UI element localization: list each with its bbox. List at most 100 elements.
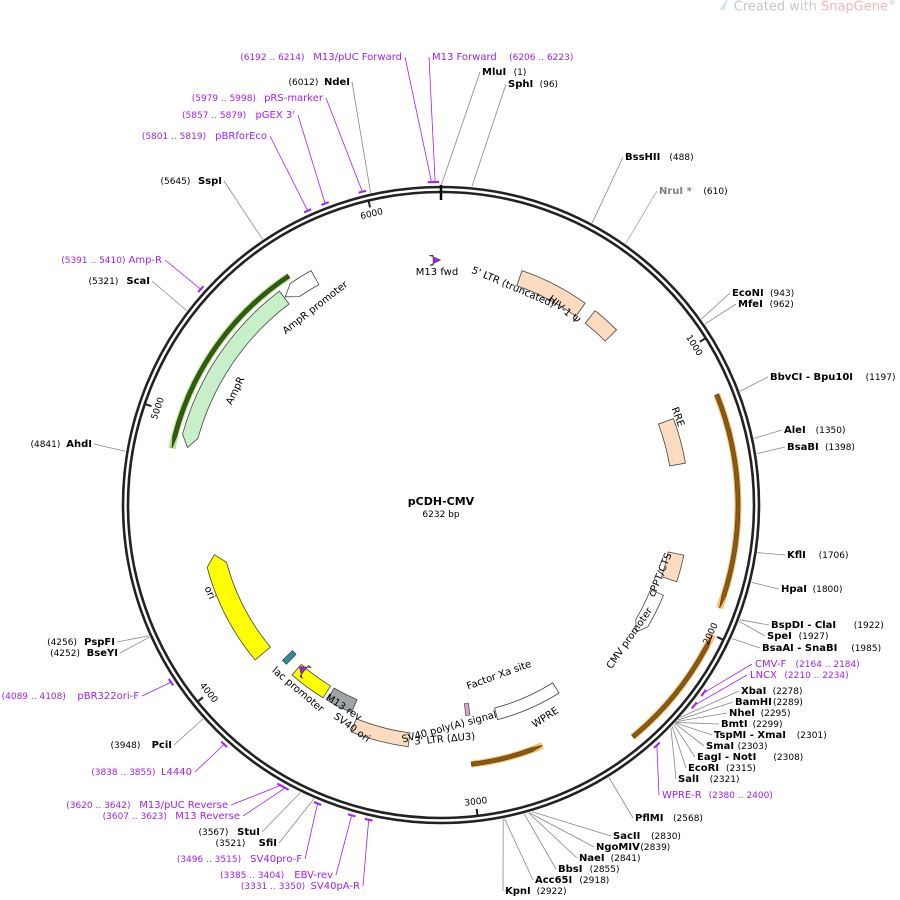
feature-m13-fwd[interactable]	[429, 254, 442, 266]
highlight-arrow	[470, 745, 543, 767]
enzyme-site-pspfi[interactable]: PspFI(4256)	[47, 637, 115, 648]
enzyme-coord: (1927)	[799, 632, 829, 642]
enzyme-site-tspmi-xmai[interactable]: TspMI - XmaI(2301)	[714, 730, 827, 741]
primer-m13-puc-reverse[interactable]: M13/pUC Reverse(3620 .. 3642)	[66, 800, 228, 811]
enzyme-name: AhdI	[66, 439, 92, 450]
primer-sv40pa-r[interactable]: SV40pA-R(3331 .. 3350)	[241, 881, 360, 892]
primer-marker	[653, 741, 661, 749]
feature-hiv-1[interactable]	[584, 310, 618, 342]
primer-prs-marker[interactable]: pRS-marker(5979 .. 5998)	[192, 93, 324, 104]
enzyme-site-ecori[interactable]: EcoRI(2315)	[688, 763, 756, 774]
feature-m13-rev[interactable]	[298, 665, 312, 680]
tick-mark	[144, 403, 152, 408]
enzyme-name: TspMI - XmaI	[714, 730, 786, 741]
enzyme-site-pflmi[interactable]: PflMI(2568)	[635, 813, 703, 824]
enzyme-site-sspi[interactable]: SspI(5645)	[160, 176, 222, 187]
enzyme-site-econi[interactable]: EcoNI(943)	[732, 288, 794, 299]
enzyme-site-naei[interactable]: NaeI(2841)	[579, 853, 641, 864]
enzyme-site-nhei[interactable]: NheI(2295)	[729, 708, 791, 719]
enzyme-site-bsaai-snabi[interactable]: BsaAI - SnaBI(1985)	[762, 643, 881, 654]
feature-3-ltr-u3[interactable]	[350, 718, 411, 748]
enzyme-site-nrui[interactable]: NruI *(610)	[659, 186, 728, 197]
feature-ampr[interactable]	[206, 554, 272, 661]
primer-name: SV40pro-F	[250, 854, 302, 865]
enzyme-name: NaeI	[579, 853, 605, 864]
feature-cmv-promoter[interactable]	[635, 589, 664, 633]
enzyme-site-scai[interactable]: ScaI(5321)	[88, 276, 150, 287]
enzyme-leader-line	[753, 429, 783, 439]
enzyme-site-ngomiv[interactable]: NgoMIV(2839)	[596, 842, 670, 853]
feature-wpre[interactable]	[494, 682, 560, 721]
enzyme-site-ndei[interactable]: NdeI(6012)	[288, 77, 350, 88]
enzyme-site-sacii[interactable]: SacII(2830)	[613, 831, 681, 842]
enzyme-site-hpai[interactable]: HpaI(1800)	[781, 584, 843, 595]
primer-pbrforeco[interactable]: pBRforEco(5801 .. 5819)	[142, 131, 267, 142]
enzyme-site-bsshii[interactable]: BssHII(488)	[625, 152, 694, 163]
enzyme-leader-line	[528, 812, 578, 859]
enzyme-site-mfei[interactable]: MfeI(962)	[738, 299, 794, 310]
enzyme-leader-line	[673, 724, 696, 758]
primer-lncx[interactable]: LNCX(2210 .. 2234)	[750, 670, 849, 681]
primer-coord: (4089 .. 4108)	[2, 692, 66, 702]
enzyme-site-sali[interactable]: SalI(2321)	[678, 774, 740, 785]
enzyme-coord: (1800)	[813, 585, 843, 595]
primer-name: L4440	[161, 767, 192, 778]
primer-m13-forward[interactable]: M13 Forward(6206 .. 6223)	[432, 52, 573, 63]
enzyme-site-xbai[interactable]: XbaI(2278)	[741, 686, 803, 697]
enzyme-site-stui[interactable]: StuI (3567)	[198, 827, 260, 838]
enzyme-leader-line	[440, 71, 481, 186]
enzyme-site-eagi-noti[interactable]: EagI - NotI(2308)	[697, 752, 803, 763]
feature-x[interactable]	[284, 270, 320, 298]
tick-mark	[716, 635, 724, 641]
primer-cmv-f[interactable]: CMV-F(2164 .. 2184)	[755, 659, 860, 670]
enzyme-name: BmtI	[721, 719, 748, 730]
enzyme-site-bbvci-bpu10i[interactable]: BbvCI - Bpu10I(1197)	[770, 372, 896, 383]
enzyme-site-smai[interactable]: SmaI(2303)	[706, 741, 768, 752]
enzyme-site-ahdi[interactable]: AhdI(4841)	[30, 439, 92, 450]
enzyme-site-bamhi[interactable]: BamHI(2289)	[735, 697, 803, 708]
enzyme-site-kfli[interactable]: KflI(1706)	[787, 550, 849, 561]
enzyme-site-spei[interactable]: SpeI(1927)	[767, 631, 829, 642]
primer-coord: (5391 .. 5410)	[61, 256, 125, 266]
primer-amp-r[interactable]: Amp-R(5391 .. 5410)	[61, 255, 162, 266]
enzyme-site-mlui[interactable]: MluI(1)	[482, 67, 526, 78]
enzyme-site-sfii[interactable]: SfiI(3521)	[215, 838, 277, 849]
feature-cppt-cts[interactable]	[661, 551, 685, 583]
enzyme-coord: (1)	[514, 68, 527, 78]
enzyme-site-acc65i[interactable]: Acc65I(2918)	[535, 875, 609, 886]
enzyme-site-bbsi[interactable]: BbsI(2855)	[558, 864, 620, 875]
primer-m13-reverse[interactable]: M13 Reverse(3607 .. 3623)	[103, 811, 240, 822]
primer-wpre-r[interactable]: WPRE-R(2380 .. 2400)	[662, 790, 773, 801]
primer-l4440[interactable]: L4440(3838 .. 3855)	[91, 767, 192, 778]
primer-m13-puc-forward[interactable]: M13/pUC Forward(6192 .. 6214)	[240, 52, 402, 63]
primer-pgex-3[interactable]: pGEX 3'(5857 .. 5879)	[182, 110, 295, 121]
snapgene-logo-icon	[719, 0, 728, 11]
primer-leader-line	[304, 803, 318, 860]
feature-lac-promoter[interactable]	[282, 650, 297, 665]
enzyme-site-bspdi-clai[interactable]: BspDI - ClaI(1922)	[771, 620, 884, 631]
feature-rre[interactable]	[657, 418, 686, 467]
feature-sv40-ori[interactable]	[326, 687, 358, 714]
primer-sv40pro-f[interactable]: SV40pro-F(3496 .. 3515)	[177, 854, 302, 865]
primer-ebv-rev[interactable]: EBV-rev(3385 .. 3404)	[220, 870, 333, 881]
primer-marker	[220, 741, 228, 748]
feature-ampr-promoter[interactable]	[182, 290, 290, 449]
enzyme-coord: (1922)	[854, 621, 884, 631]
enzyme-site-pcii[interactable]: PciI(3948)	[110, 740, 172, 751]
enzyme-site-kpni[interactable]: KpnI(2922)	[505, 886, 567, 897]
enzyme-site-bmti[interactable]: BmtI(2299)	[721, 719, 783, 730]
enzyme-site-bseyi[interactable]: BseYI(4252)	[50, 648, 118, 659]
primer-name: pRS-marker	[264, 93, 324, 104]
enzyme-site-bsabi[interactable]: BsaBI(1398)	[787, 442, 855, 453]
primer-pbr322ori-f[interactable]: pBR322ori-F(4089 .. 4108)	[2, 691, 140, 702]
feature-factor-xa-site[interactable]	[464, 702, 471, 716]
enzyme-name: SalI	[678, 774, 699, 785]
tick-label: 5000	[150, 396, 167, 421]
enzyme-leader-line	[739, 619, 770, 626]
enzyme-site-alei[interactable]: AleI(1350)	[784, 425, 846, 436]
enzyme-coord: (3567)	[198, 828, 228, 838]
enzyme-name: StuI	[237, 827, 260, 838]
enzyme-coord: (4256)	[47, 638, 77, 648]
enzyme-site-sphi[interactable]: SphI(96)	[508, 79, 558, 90]
feature-5-ltr-truncated[interactable]	[516, 270, 586, 317]
